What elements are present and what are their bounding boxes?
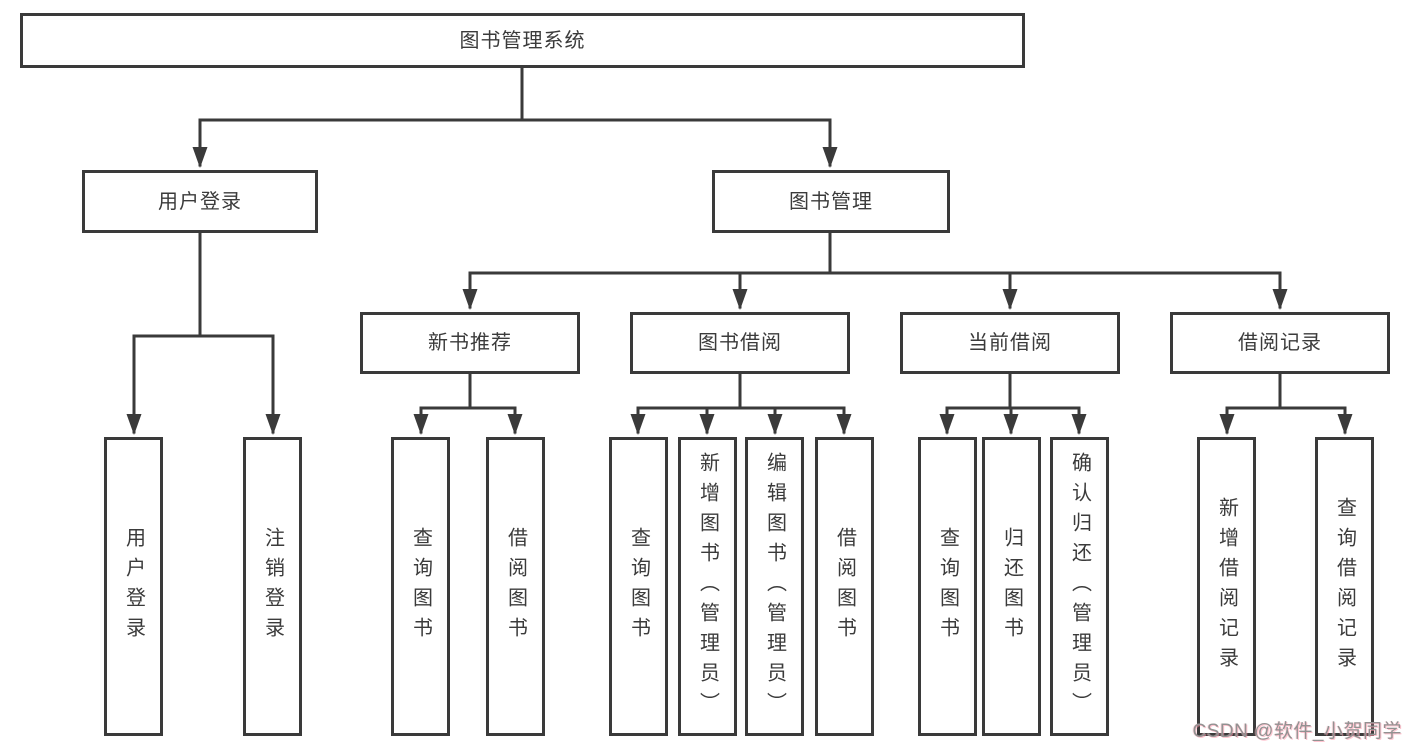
- node-book-management: 图书管理: [712, 170, 950, 233]
- leaf-logout: 注销登录: [243, 437, 302, 736]
- leaf-borrow-books: 借阅图书: [815, 437, 874, 736]
- edge-user-login-split: [132, 231, 275, 338]
- leaf-add-borrow-record: 新增借阅记录: [1197, 437, 1256, 736]
- leaf-label: 确认归还（管理员）: [1068, 451, 1091, 722]
- leaf-label: 查询图书: [409, 526, 432, 647]
- leaf-label: 注销登录: [261, 526, 284, 647]
- leaf-query-books: 查询图书: [609, 437, 668, 736]
- edge-book-borrow-split: [636, 372, 846, 410]
- node-borrowing-records: 借阅记录: [1170, 312, 1390, 374]
- leaf-query-borrow-record: 查询借阅记录: [1315, 437, 1374, 736]
- leaf-label: 查询借阅记录: [1333, 496, 1356, 677]
- watermark: CSDN @软件_小贺同学: [1192, 721, 1402, 742]
- leaf-label: 用户登录: [122, 526, 145, 647]
- leaf-confirm-return-admin: 确认归还（管理员）: [1050, 437, 1109, 736]
- edge-current-borrow-split: [945, 372, 1081, 410]
- leaf-query-books: 查询图书: [918, 437, 977, 736]
- leaf-label: 查询图书: [936, 526, 959, 647]
- edge-root-split: [198, 66, 832, 122]
- leaf-label: 编辑图书（管理员）: [763, 451, 786, 722]
- leaf-return-books: 归还图书: [982, 437, 1041, 736]
- leaf-label: 归还图书: [1000, 526, 1023, 647]
- node-user-login: 用户登录: [82, 170, 318, 233]
- leaf-label: 借阅图书: [504, 526, 527, 647]
- edge-book-mgmt-split: [468, 231, 1282, 275]
- node-library-management-system: 图书管理系统: [20, 13, 1025, 68]
- node-book-borrowing: 图书借阅: [630, 312, 850, 374]
- leaf-label: 查询图书: [627, 526, 650, 647]
- leaf-label: 借阅图书: [833, 526, 856, 647]
- node-current-borrowing: 当前借阅: [900, 312, 1120, 374]
- leaf-edit-books-admin: 编辑图书（管理员）: [745, 437, 804, 736]
- leaf-label: 新增借阅记录: [1215, 496, 1238, 677]
- leaf-label: 新增图书（管理员）: [696, 451, 719, 722]
- leaf-add-books-admin: 新增图书（管理员）: [678, 437, 737, 736]
- leaf-borrow-books: 借阅图书: [486, 437, 545, 736]
- node-new-book-recommendation: 新书推荐: [360, 312, 580, 374]
- leaf-query-books: 查询图书: [391, 437, 450, 736]
- leaf-user-login: 用户登录: [104, 437, 163, 736]
- edge-new-book-rec-split: [419, 372, 517, 410]
- edge-borrow-records-split: [1225, 372, 1347, 410]
